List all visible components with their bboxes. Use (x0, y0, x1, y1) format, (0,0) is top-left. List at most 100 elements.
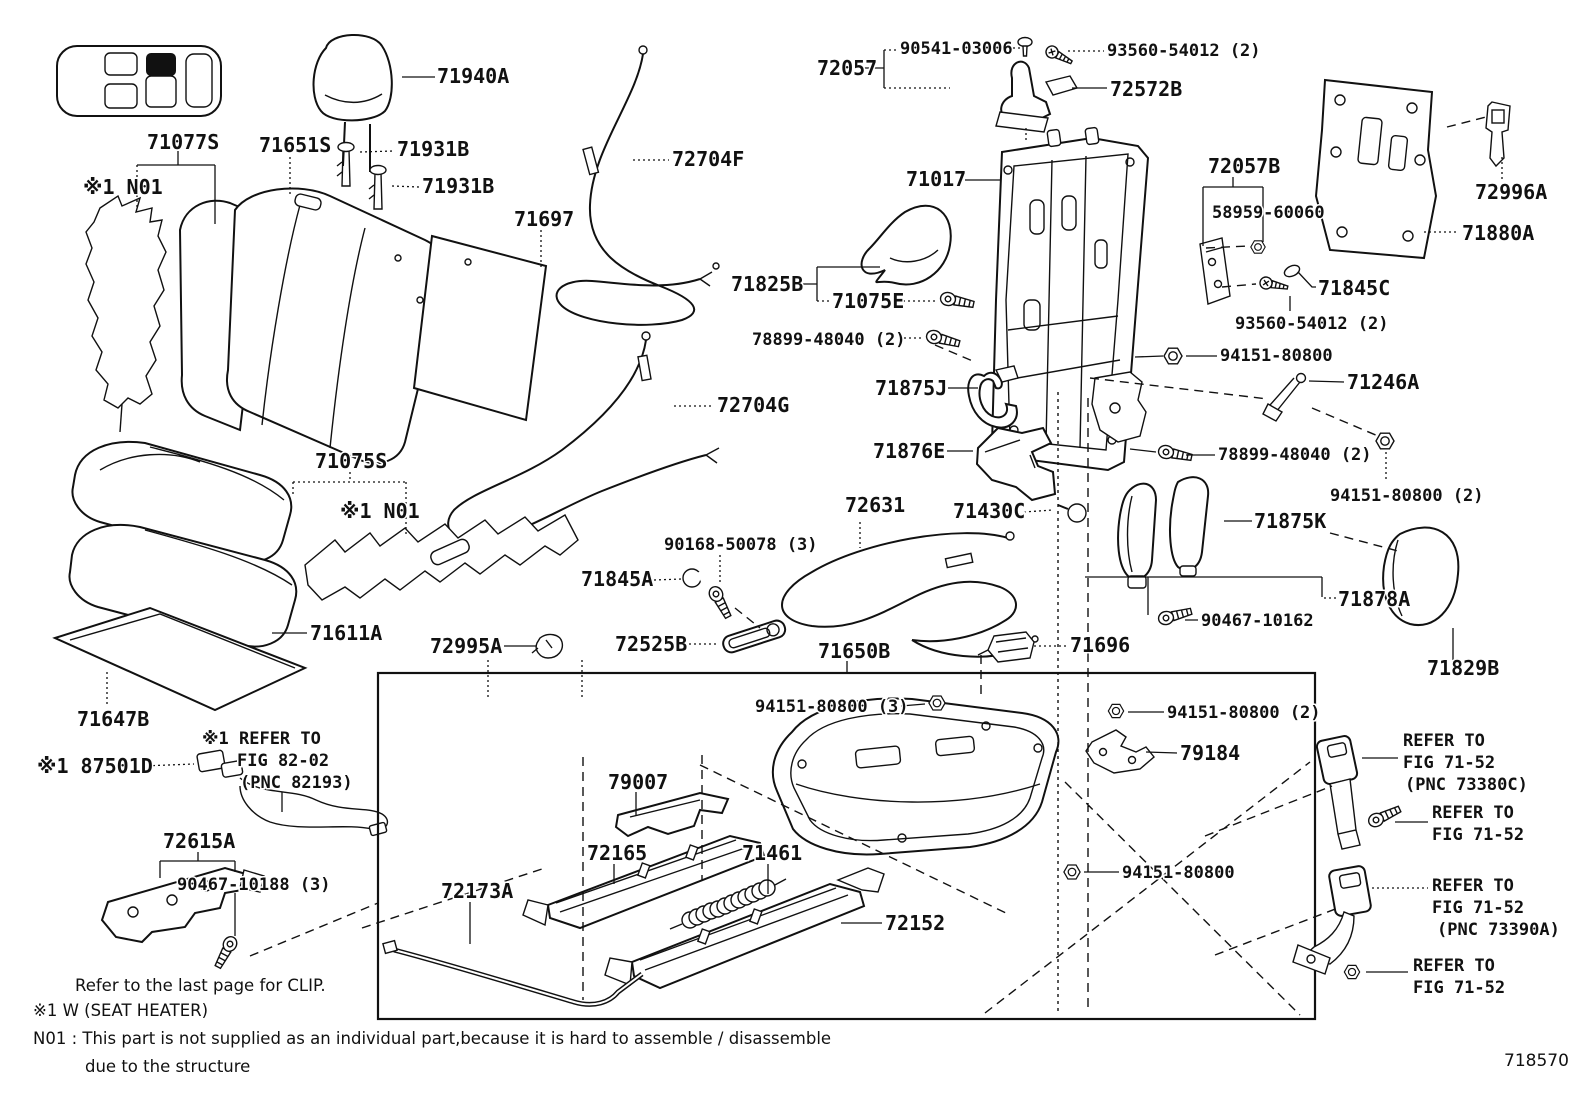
recliner-cover-71825B (860, 204, 952, 286)
striker-72996A (1485, 101, 1511, 168)
part-label: 72995A (430, 634, 502, 658)
part-label: 71017 (906, 167, 966, 191)
part-label: 71940A (437, 64, 509, 88)
front-seat-icon (104, 52, 138, 76)
seatback-cushion-71651S (178, 187, 447, 465)
refer-note-fig82: (PNC 82193) (240, 773, 353, 793)
part-label: 71829B (1427, 656, 1499, 680)
part-label: 94151-80800 (2) (1330, 486, 1484, 506)
highlighted-seat-icon (146, 53, 176, 76)
lock-assy-72057 (995, 60, 1052, 133)
part-label: 78899-48040 (2) (752, 330, 906, 350)
part-label: 72525B (615, 632, 687, 656)
part-label: 93560-54012 (2) (1235, 314, 1389, 334)
part-label: 71875K (1254, 509, 1326, 533)
bolt-90467-10162 (1156, 604, 1194, 627)
part-label: 71650B (818, 639, 890, 663)
part-label: 79007 (608, 770, 668, 794)
part-label: 71931B (422, 174, 494, 198)
figure-code: 718570 (1504, 1051, 1569, 1071)
part-label: 72996A (1475, 180, 1547, 204)
track-spring-71461 (669, 878, 787, 930)
refer-note-belt: FIG 71-52 (1432, 825, 1524, 845)
bracket-79184 (1085, 729, 1155, 774)
n01-marker: ※1 N01 (340, 499, 420, 523)
hinge-cover-71875K (1117, 476, 1210, 589)
n01-marker: ※1 N01 (83, 175, 163, 199)
part-label: 72057 (817, 56, 877, 80)
part-label: 71075S (315, 449, 387, 473)
cushion-mat-71647B (52, 606, 308, 712)
refer-note-belt: FIG 71-52 (1413, 978, 1505, 998)
nut-94151-80800-a (1163, 347, 1183, 365)
bolt-90467-10188 (211, 933, 240, 971)
part-label: 71880A (1462, 221, 1534, 245)
seatbelt-buckle-bottom (1292, 865, 1372, 975)
refer-note-belt: REFER TO (1432, 803, 1514, 823)
part-label: 94151-80800 (3) (755, 697, 909, 717)
clip-71845C (1283, 264, 1301, 278)
part-label: 94151-80800 (2) (1167, 703, 1321, 723)
lock-cable-72704F (555, 45, 720, 326)
part-label: 72057B (1208, 154, 1280, 178)
refer-note-belt: FIG 71-52 (1403, 753, 1495, 773)
hinge-bracket (1091, 371, 1147, 443)
part-label: 93560-54012 (2) (1107, 41, 1261, 61)
part-label: 58959-60060 (1212, 203, 1325, 223)
part-label: 90168-50078 (3) (664, 535, 818, 555)
nut-94151-80800-e (1063, 864, 1081, 880)
part-label: 71651S (259, 133, 331, 157)
clip-note: Refer to the last page for CLIP. (75, 976, 326, 995)
screw-93560-54012-top (1043, 43, 1075, 69)
part-label: 71845A (581, 567, 653, 591)
part-label: 71878A (1338, 587, 1410, 611)
track-wire-72173A (382, 939, 644, 1007)
part-label: 72615A (163, 829, 235, 853)
bolt-71075E (938, 290, 976, 312)
plate-72572B (1044, 75, 1079, 96)
side-cover-71829B (1382, 526, 1460, 627)
part-label: 71430C (953, 499, 1025, 523)
bracket-71876E (975, 426, 1057, 502)
nut-94151-80800-b (1375, 432, 1395, 450)
cushion-frame-71650B (771, 697, 1060, 856)
part-label: 71461 (742, 841, 802, 865)
rod-71246A (1262, 372, 1307, 422)
part-label: 71647B (77, 707, 149, 731)
back-board-71880A (1314, 78, 1438, 260)
part-label: 72704G (717, 393, 789, 417)
seat-cushion-assembly (68, 441, 298, 648)
seat-track-72165 (522, 834, 766, 930)
part-label: 90541-03006 (900, 39, 1013, 59)
seat-heater-note: ※1 W (SEAT HEATER) (33, 1001, 208, 1020)
nut-belt-anchor (1343, 964, 1361, 980)
seatback-board-71697 (412, 234, 548, 422)
part-label: 71075E (832, 289, 904, 313)
headrest-71940A (312, 33, 393, 172)
part-label: 71077S (147, 130, 219, 154)
nut-58959-60060 (1250, 240, 1266, 254)
part-label: 71825B (731, 272, 803, 296)
ring-71845A (682, 568, 706, 588)
part-label: 78899-48040 (2) (1218, 445, 1372, 465)
part-label: 72165 (587, 841, 647, 865)
part-label: 79184 (1180, 741, 1240, 765)
part-label: 71845C (1318, 276, 1390, 300)
refer-note-belt: FIG 71-52 (1432, 898, 1524, 918)
headrest-support-71931B (336, 141, 387, 210)
construction-lines-dashed (249, 116, 1487, 1016)
seatbelt-buckle-top (1315, 735, 1361, 850)
part-label: 90467-10162 (1201, 611, 1314, 631)
heater-pad-71075S (304, 514, 579, 601)
refer-note-fig82: ※1 REFER TO (202, 729, 321, 749)
belt-guide-71875J (967, 365, 1019, 429)
vehicle-position-icon (56, 45, 222, 117)
grommet-72995A (531, 633, 564, 659)
part-label: 71697 (514, 207, 574, 231)
part-label: 72152 (885, 911, 945, 935)
refer-note-belt: REFER TO (1413, 956, 1495, 976)
belt-guide-72525B (722, 619, 787, 654)
leader-lines-dotted (106, 47, 1503, 889)
